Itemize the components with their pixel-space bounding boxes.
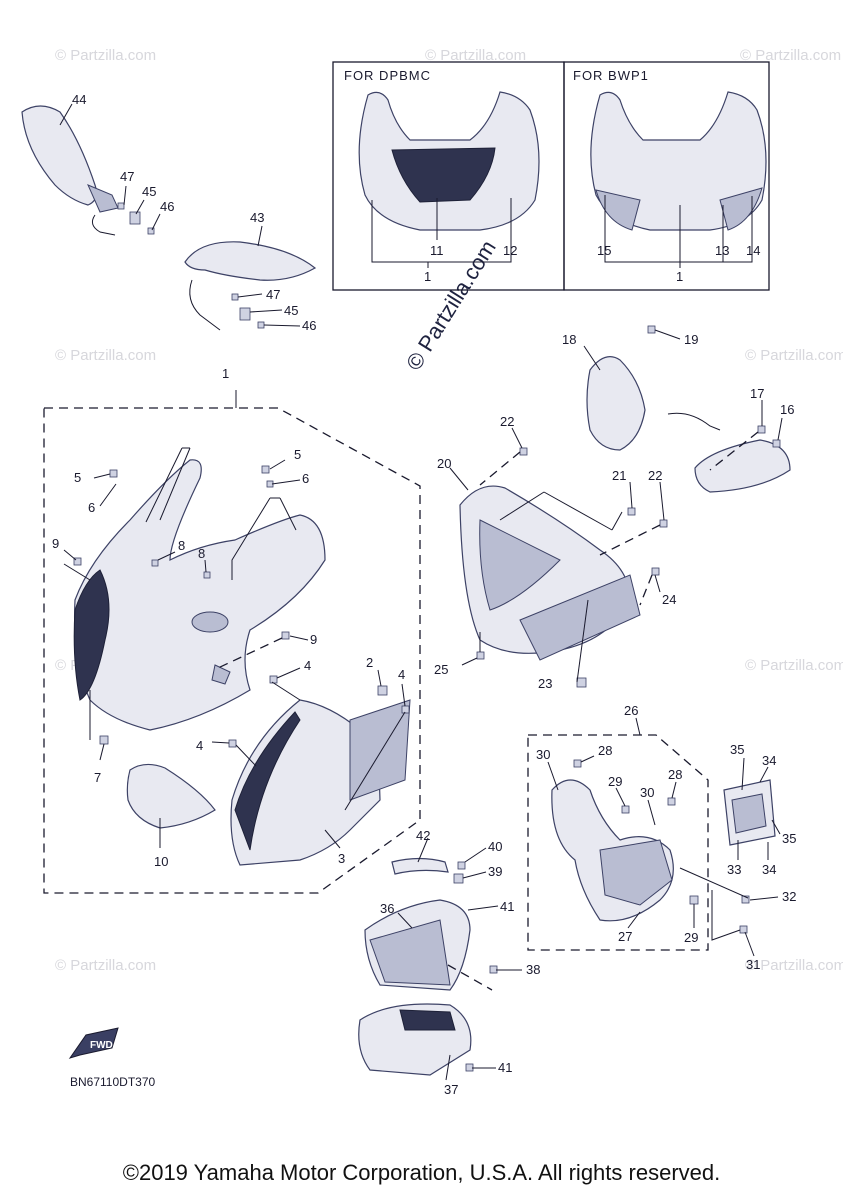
callout-label: 4 [304,658,311,673]
callout-label: 39 [488,864,502,879]
callout-label: 42 [416,828,430,843]
callout-label: 47 [120,169,134,184]
callout-label: 44 [72,92,86,107]
callout-label: 30 [536,747,550,762]
callout-label: 35 [782,831,796,846]
callout-label: 36 [380,901,394,916]
callout-label: 22 [648,468,662,483]
mirror-left-assembly: 44 47 45 46 [21,92,174,236]
callout-label: 11 [430,243,444,258]
callout-label: 9 [52,536,59,551]
copyright-notice: ©2019 Yamaha Motor Corporation, U.S.A. A… [122,1160,721,1185]
watermark: © Partzilla.com [55,957,156,974]
callout-label: 2 [366,655,373,670]
callout-label: 41 [500,899,514,914]
callout-label: 3 [338,851,345,866]
callout-label: 5 [294,447,301,462]
callout-label: 21 [612,468,626,483]
callout-label: 14 [746,243,760,258]
callout-label: 1 [424,269,431,284]
headlight-assembly: 18 19 17 16 22 20 21 22 24 25 23 [434,325,794,691]
callout-label: 24 [662,592,676,607]
callout-label: 23 [538,676,552,691]
callout-label: 28 [668,767,682,782]
callout-label: 20 [437,456,451,471]
callout-label: 18 [562,332,576,347]
callout-label: 8 [198,546,205,561]
watermark: © Partzilla.com [740,47,841,64]
callout-label: 28 [598,743,612,758]
callout-label: 4 [196,738,203,753]
callout-label: 29 [608,774,622,789]
callout-label: 45 [142,184,156,199]
callout-label: 1 [676,269,683,284]
callout-label: 22 [500,414,514,429]
watermark: © Partzilla.com [55,347,156,364]
watermark: © Partzilla.com [745,657,843,674]
callout-label: 19 [684,332,698,347]
callout-label: 6 [302,471,309,486]
variant-box-dpbmc: FOR DPBMC 11 12 1 [332,61,565,291]
callout-label: 33 [727,862,741,877]
watermark: © Partzilla.com [745,347,843,364]
callout-label: 34 [762,862,776,877]
drawing-code: BN67110DT370 [70,1075,155,1089]
callout-label: 29 [684,930,698,945]
callout-label: 16 [780,402,794,417]
watermark: © Partzilla.com [425,47,526,64]
callout-label: 25 [434,662,448,677]
variant-title: FOR DPBMC [344,68,431,83]
callout-label: 1 [222,366,229,381]
cowling-group: 1 [43,366,421,894]
callout-label: 30 [640,785,654,800]
callout-label: 7 [94,770,101,785]
callout-label: 8 [178,538,185,553]
variant-title: FOR BWP1 [573,68,649,83]
callout-label: 17 [750,386,764,401]
bracket-group: 26 30 28 29 30 28 35 34 35 33 [527,703,796,972]
callout-label: 40 [488,839,502,854]
watermark-center: © Partzilla.com [401,236,501,375]
callout-label: 6 [88,500,95,515]
callout-label: 47 [266,287,280,302]
mirror-right-assembly: 43 47 45 46 [184,210,316,333]
watermark: © Partzilla.com [745,957,843,974]
duct-assembly: 42 40 39 41 36 38 41 37 [358,828,540,1097]
variant-box-bwp1: FOR BWP1 15 13 14 1 [563,61,770,291]
callout-label: 5 [74,470,81,485]
callout-label: 26 [624,703,638,718]
callout-label: 15 [597,243,611,258]
callout-label: 32 [782,889,796,904]
callout-label: 9 [310,632,317,647]
callout-label: 35 [730,742,744,757]
callout-label: 38 [526,962,540,977]
callout-label: 27 [618,929,632,944]
callout-label: 45 [284,303,298,318]
callout-label: 46 [302,318,316,333]
callout-label: 46 [160,199,174,214]
callout-label: 4 [398,667,405,682]
callout-label: 43 [250,210,264,225]
callout-label: 13 [715,243,729,258]
callout-label: 34 [762,753,776,768]
callout-label: 10 [154,854,168,869]
callout-label: 31 [746,957,760,972]
callout-label: 37 [444,1082,458,1097]
callout-label: 41 [498,1060,512,1075]
fwd-label: FWD [90,1040,113,1051]
callout-label: 12 [503,243,517,258]
watermark: © Partzilla.com [55,47,156,64]
fwd-arrow: FWD [68,1027,119,1059]
